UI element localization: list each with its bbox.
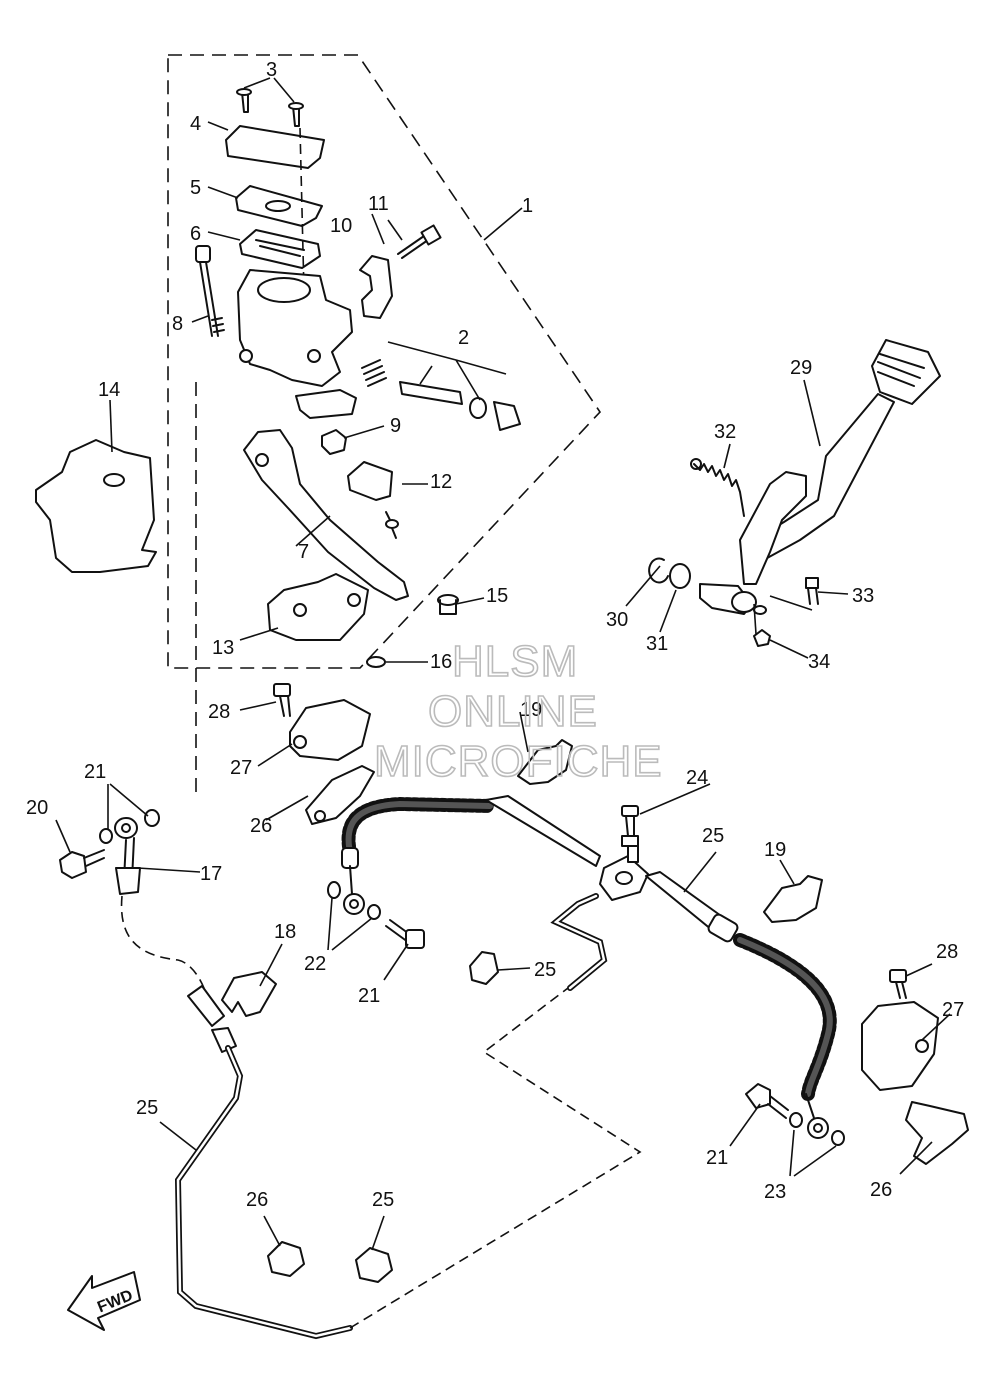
callout-26-upper: 27 (230, 757, 252, 779)
callout-17: 17 (200, 863, 222, 885)
callout-19-lower: 19 (764, 839, 786, 861)
callout-9: 9 (390, 415, 401, 437)
right-lower-union (745, 1083, 845, 1146)
pedal-washer (669, 563, 691, 589)
callout-8: 8 (172, 313, 183, 335)
callout-30: 30 (606, 609, 628, 631)
callout-25-upper: 25 (534, 959, 556, 981)
brake-pedal (699, 339, 941, 615)
callout-27-lower: 26 (870, 1179, 892, 1201)
brake-pipe-right (550, 893, 608, 991)
callout-28-upper: 28 (208, 701, 230, 723)
callout-18: 18 (274, 921, 296, 943)
right-banjo-bolt (889, 969, 907, 999)
callout-1: 1 (522, 195, 533, 217)
callout-25-lower-left: 26 (246, 1189, 268, 1211)
reservoir-cap (225, 125, 325, 169)
diaphragm (239, 229, 321, 269)
upper-hose-guide (305, 765, 375, 825)
assembly-boundary (167, 54, 602, 669)
callout-32: 32 (714, 421, 736, 443)
right-hose-clamp (861, 1001, 939, 1091)
callout-5: 5 (190, 177, 201, 199)
lower-hose-grommet (763, 875, 823, 923)
lever-nut (321, 429, 347, 455)
callout-7: 7 (298, 541, 309, 563)
callout-10: 10 (330, 215, 352, 237)
leader-lines (55, 77, 951, 1251)
watermark: HLSM ONLINE MICROFICHE (373, 636, 663, 787)
upper-hose-clamp (289, 699, 371, 761)
master-cylinder-body (237, 269, 357, 419)
pedal-bolt (805, 577, 819, 605)
callout-20-middle: 21 (358, 985, 380, 1007)
hose-clip (221, 971, 277, 1017)
callout-13: 13 (212, 637, 234, 659)
joint-bolt (621, 805, 639, 837)
callout-27-upper: 26 (250, 815, 272, 837)
callout-16: 16 (430, 651, 452, 673)
three-way-joint (599, 835, 649, 901)
watermark-line3: MICROFICHE (374, 737, 663, 786)
upper-hose-grommet (517, 739, 573, 785)
left-banjo-union (59, 809, 160, 895)
callout-6: 6 (190, 223, 201, 245)
callout-12: 12 (430, 471, 452, 493)
callout-24: 25 (136, 1097, 158, 1119)
callout-22: 24 (686, 767, 708, 789)
pedal-nut (753, 629, 771, 647)
upper-banjo-bolt (273, 683, 291, 717)
clamp-holder (359, 255, 393, 319)
callout-33: 33 (852, 585, 874, 607)
callout-labels: 3 4 5 6 10 11 1 2 8 9 12 7 13 14 15 16 2… (26, 59, 964, 1211)
pipe-clip-lower-left (267, 1241, 305, 1277)
circlip (648, 557, 669, 584)
callout-14: 14 (98, 379, 120, 401)
return-spring (693, 463, 745, 517)
reservoir-cap-screws (236, 88, 304, 127)
hose-left-bolt (385, 919, 425, 949)
callout-23: 25 (702, 825, 724, 847)
callout-20-right: 21 (706, 1147, 728, 1169)
clamp-bolt (397, 224, 442, 259)
callout-3: 3 (266, 59, 277, 81)
guard-washer (366, 656, 386, 668)
pipe-clip-upper (469, 951, 499, 985)
callout-29: 29 (790, 357, 812, 379)
callout-34: 34 (808, 651, 830, 673)
brake-lever (243, 429, 409, 601)
callout-19-upper: 19 (520, 699, 542, 721)
watermark-line2: ONLINE (428, 687, 598, 736)
callout-21-left: 21 (84, 761, 106, 783)
callout-20-left: 20 (26, 797, 48, 819)
callout-11: 11 (368, 193, 389, 215)
right-hose-guide (905, 1101, 969, 1165)
callout-28-lower: 28 (936, 941, 958, 963)
brake-switch (347, 461, 399, 539)
piston-kit (361, 359, 521, 431)
callout-15: 15 (486, 585, 508, 607)
lever-guard (267, 573, 369, 641)
lever-pin (437, 594, 459, 615)
callout-4: 4 (190, 113, 201, 135)
callout-2: 2 (458, 327, 469, 349)
callout-31: 31 (646, 633, 668, 655)
master-cylinder-cover (35, 439, 157, 573)
pivot-bolt (195, 245, 225, 337)
forward-arrow: FWD (67, 1271, 141, 1331)
callout-25-lower-right: 25 (372, 1189, 394, 1211)
hose-left-union (327, 865, 381, 920)
callout-21-right: 23 (764, 1181, 786, 1203)
watermark-line1: HLSM (452, 637, 578, 686)
callout-21-middle: 22 (304, 953, 326, 975)
pipe-clip-lower-right (355, 1247, 393, 1283)
callout-26-lower: 27 (942, 999, 964, 1021)
